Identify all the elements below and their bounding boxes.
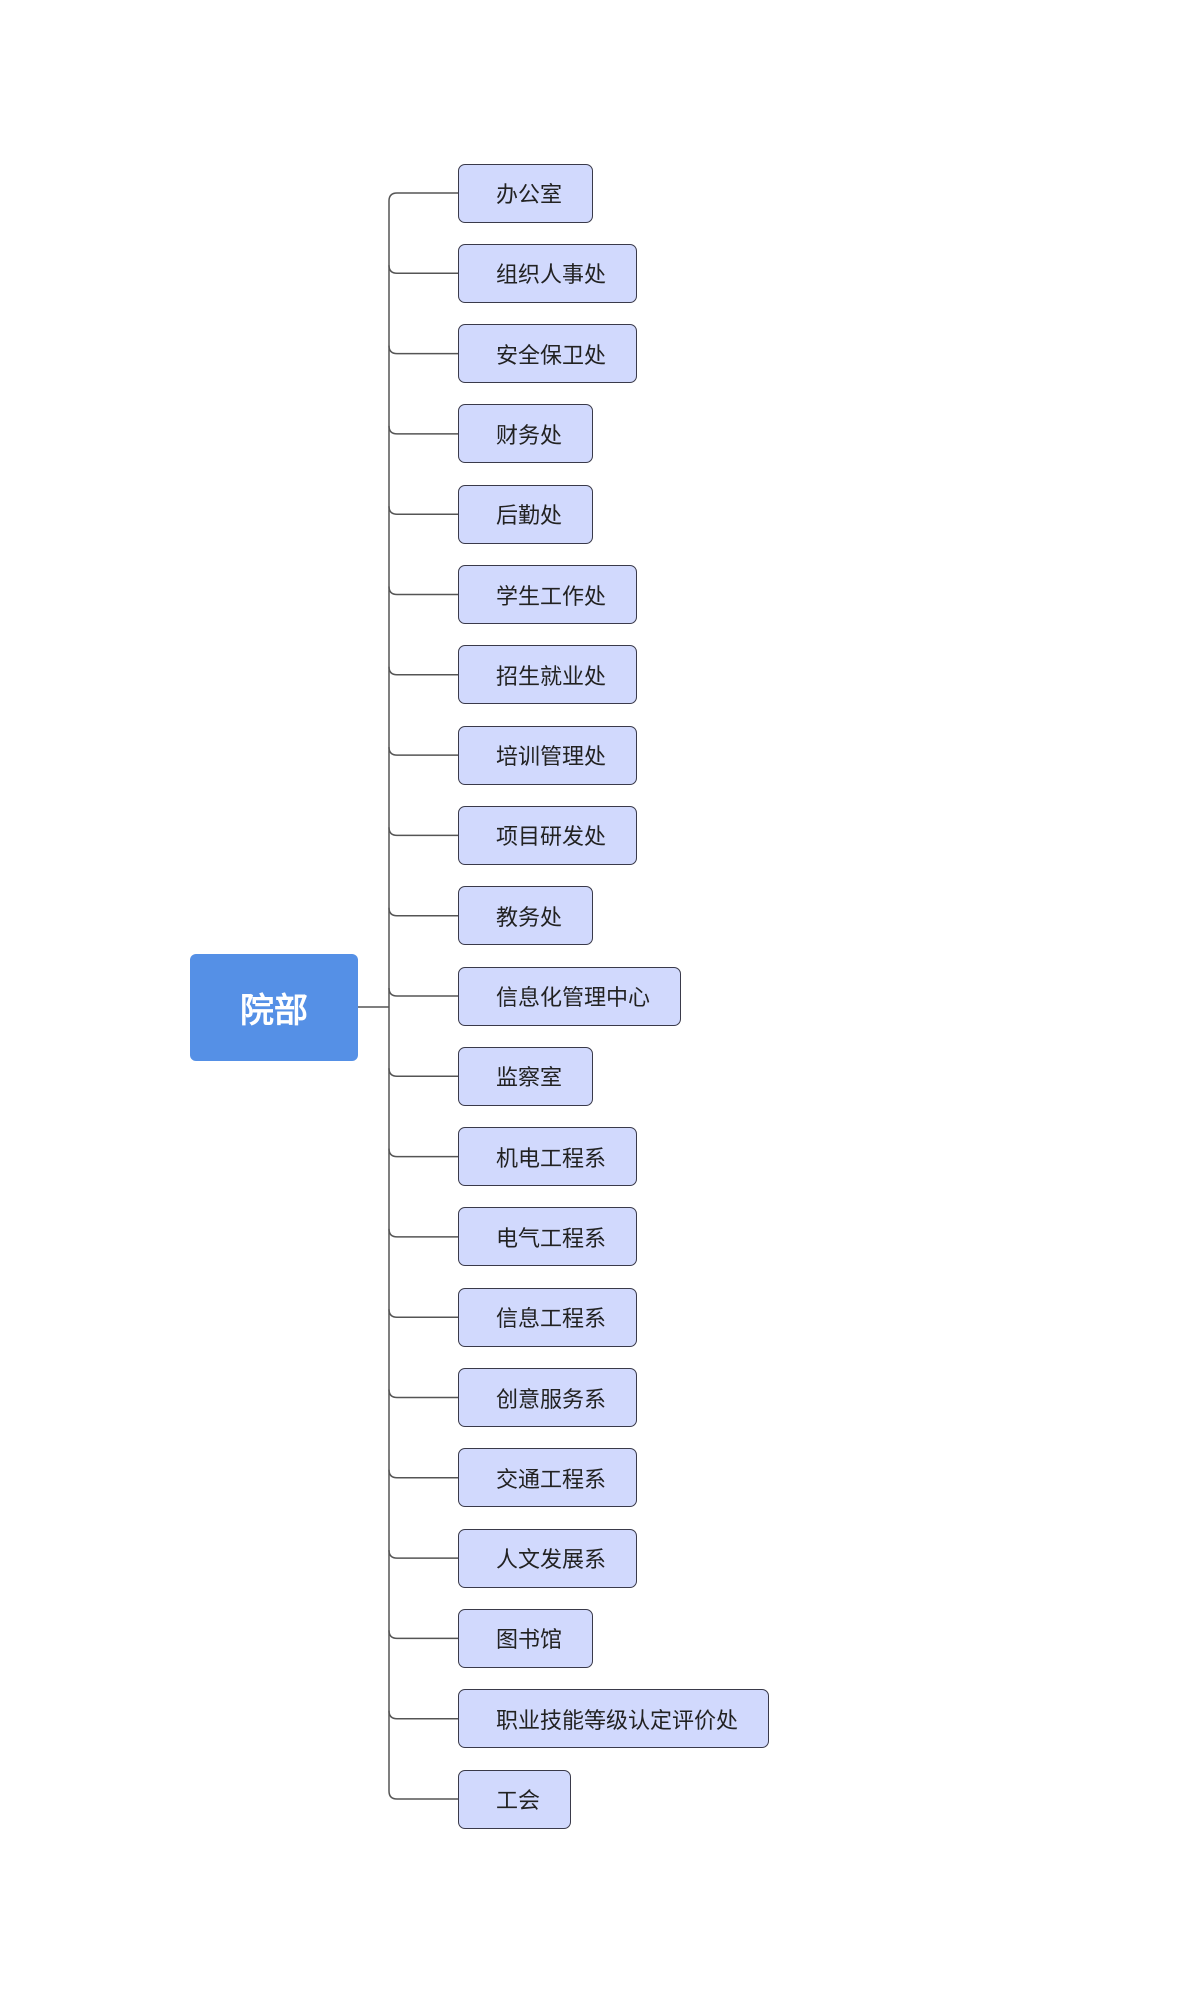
branch-line [388,1550,458,1559]
trunk-line [388,192,398,1800]
department-node-personnel[interactable]: 组织人事处 [458,243,638,303]
department-node-electrical[interactable]: 电气工程系 [458,1207,638,1267]
branch-line [388,1148,458,1158]
department-node-project-rd[interactable]: 项目研发处 [458,805,638,865]
branch-line [388,586,458,596]
branch-line [388,1630,458,1640]
department-node-skill-certification[interactable]: 职业技能等级认定评价处 [458,1689,770,1749]
department-node-academic-affairs[interactable]: 教务处 [458,886,594,946]
department-node-info-engineering[interactable]: 信息工程系 [458,1287,638,1347]
department-node-logistics[interactable]: 后勤处 [458,484,594,544]
branch-line [388,1068,458,1078]
branch-line [388,1309,458,1318]
branch-line [388,1389,458,1399]
branch-line [388,506,458,515]
department-node-training[interactable]: 培训管理处 [458,725,638,785]
branch-line [388,747,458,756]
department-node-office[interactable]: 办公室 [458,163,594,223]
department-node-library[interactable]: 图书馆 [458,1608,594,1668]
branch-line [388,666,458,676]
branch-line [388,425,458,435]
branch-line [388,1469,458,1479]
department-node-admissions[interactable]: 招生就业处 [458,645,638,705]
branch-line [388,987,458,997]
branch-line [388,827,458,837]
department-node-traffic-engineering[interactable]: 交通工程系 [458,1448,638,1508]
branch-line [388,345,458,355]
branch-line [388,265,458,275]
department-node-supervision[interactable]: 监察室 [458,1046,594,1106]
department-node-humanities[interactable]: 人文发展系 [458,1528,638,1588]
department-node-mechatronics[interactable]: 机电工程系 [458,1127,638,1187]
department-node-union[interactable]: 工会 [458,1769,572,1829]
branch-line [388,907,458,917]
department-node-it-center[interactable]: 信息化管理中心 [458,966,682,1026]
department-node-finance[interactable]: 财务处 [458,404,594,464]
branch-line [388,1710,458,1720]
branch-line [388,1228,458,1238]
department-node-student-affairs[interactable]: 学生工作处 [458,565,638,624]
department-node-security[interactable]: 安全保卫处 [458,324,638,384]
root-node[interactable]: 院部 [190,954,358,1061]
department-node-creative-services[interactable]: 创意服务系 [458,1368,638,1427]
